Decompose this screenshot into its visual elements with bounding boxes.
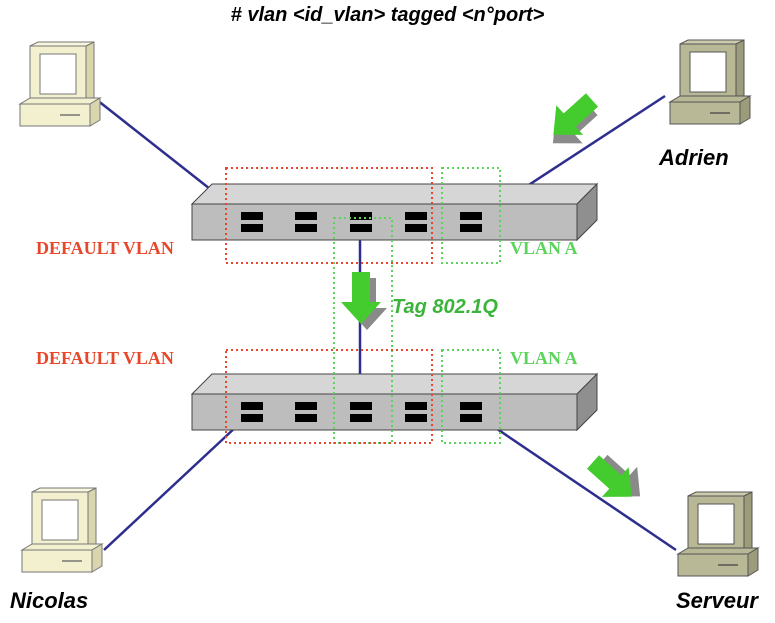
link-serveur-switch2 <box>471 410 677 552</box>
diagram-title: # vlan <id_vlan> tagged <n°port> <box>230 4 545 26</box>
vlan-a-box-top <box>441 167 501 264</box>
network-links <box>96 94 677 552</box>
computer-icon <box>19 41 101 127</box>
computer-icon <box>21 487 103 573</box>
computer-icon <box>669 39 751 125</box>
default-vlan-box-bottom <box>225 349 433 444</box>
label-vlan-a-top: VLAN A <box>510 238 578 258</box>
computer-icon <box>677 491 759 577</box>
vlan-boxes <box>225 167 501 444</box>
label-tag-8021q: Tag 802.1Q <box>392 296 498 318</box>
label-default-vlan-top: DEFAULT VLAN <box>36 238 174 258</box>
label-vlan-a-bottom: VLAN A <box>510 348 578 368</box>
label-serveur: Serveur <box>676 588 758 613</box>
vlan-a-box-bottom <box>441 349 501 444</box>
network-switch-icon <box>190 182 599 242</box>
label-adrien: Adrien <box>659 145 729 170</box>
arrow-icon <box>579 442 654 516</box>
arrow-icon <box>341 272 387 330</box>
arrow-icon <box>535 85 610 159</box>
label-default-vlan-bottom: DEFAULT VLAN <box>36 348 174 368</box>
label-nicolas: Nicolas <box>10 588 89 613</box>
link-nicolas-switch2 <box>103 411 253 551</box>
trunk-box <box>333 217 393 444</box>
network-switch-icon <box>190 372 599 432</box>
